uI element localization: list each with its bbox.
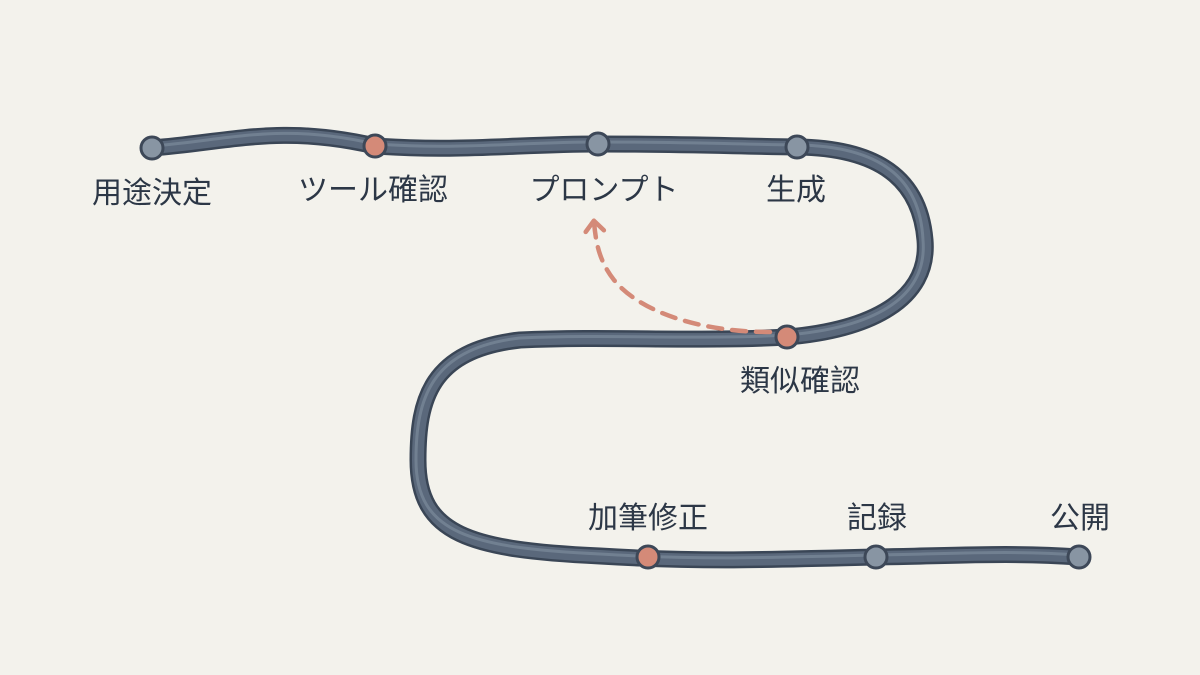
node-similarity-check[interactable] — [774, 324, 800, 350]
label-prompt: プロンプト — [529, 173, 678, 208]
label-publish: 公開 — [1050, 501, 1110, 536]
node-tool-check[interactable] — [362, 133, 388, 159]
label-record: 記録 — [847, 501, 907, 536]
workflow-track-highlight — [150, 131, 1081, 560]
label-tool-check: ツール確認 — [298, 173, 448, 208]
node-publish[interactable] — [1066, 544, 1092, 570]
node-generate[interactable] — [784, 134, 810, 160]
loop-back-arrow — [583, 218, 773, 335]
node-record[interactable] — [863, 544, 889, 570]
label-generate: 生成 — [766, 173, 826, 208]
label-purpose: 用途決定 — [92, 176, 212, 211]
node-edit[interactable] — [635, 544, 661, 570]
workflow-track — [146, 129, 1085, 566]
label-edit: 加筆修正 — [588, 501, 708, 536]
node-purpose[interactable] — [139, 135, 165, 161]
node-prompt[interactable] — [585, 131, 611, 157]
label-similarity-check: 類似確認 — [740, 364, 860, 399]
